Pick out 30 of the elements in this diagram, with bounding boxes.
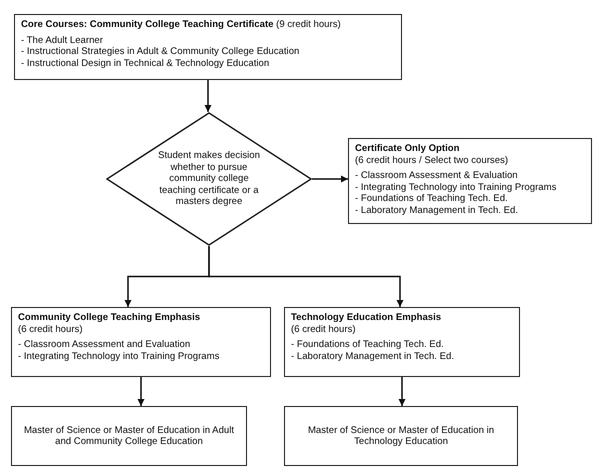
course-item: - Classroom Assessment and Evaluation (18, 339, 190, 350)
degree-box: Master of Science or Master of Education in Adult and Community College Education (11, 406, 247, 466)
course-item: - Instructional Design in Technical & Technology Education (21, 58, 270, 69)
course-item: - Foundations of Teaching Tech. Ed. (291, 339, 444, 350)
arrow (204, 80, 212, 112)
course-box (14, 14, 402, 80)
degree-box: Master of Science or Master of Education in Technology Education (284, 406, 518, 466)
credit-hours-note: (6 credit hours / Select two courses) (355, 154, 508, 166)
course-box (284, 307, 520, 377)
box-heading: Technology Education Emphasis (291, 312, 442, 324)
box-heading: Community College Teaching Emphasis (18, 312, 200, 324)
course-box (348, 138, 592, 224)
arrow (312, 176, 348, 182)
decision-text: Student makes decision whether to pursue community college teaching certificate or a masters degree (157, 150, 261, 208)
course-box (11, 307, 271, 377)
course-item: - Instructional Strategies in Adult & Community College Education (21, 46, 300, 58)
arrow (138, 377, 144, 406)
course-item: - Integrating Technology into Training Programs (355, 182, 556, 193)
course-item: - Laboratory Management in Tech. Ed. (291, 350, 454, 362)
credit-hours-note: (6 credit hours) (291, 324, 356, 335)
course-item: - The Adult Learner (21, 34, 103, 46)
box-heading: Core Courses: Community College Teaching Certificate (9 credit hours) (21, 19, 341, 30)
course-item: - Foundations of Teaching Tech. Ed. (355, 193, 508, 204)
credit-hours-note: (6 credit hours) (18, 324, 83, 335)
arrow (398, 377, 406, 406)
course-item: - Integrating Technology into Training Programs (18, 350, 220, 362)
arrow (208, 246, 404, 307)
course-item: - Classroom Assessment & Evaluation (355, 170, 518, 182)
box-heading: Certificate Only Option (355, 143, 460, 154)
course-item: - Laboratory Management in Tech. Ed. (355, 204, 518, 216)
